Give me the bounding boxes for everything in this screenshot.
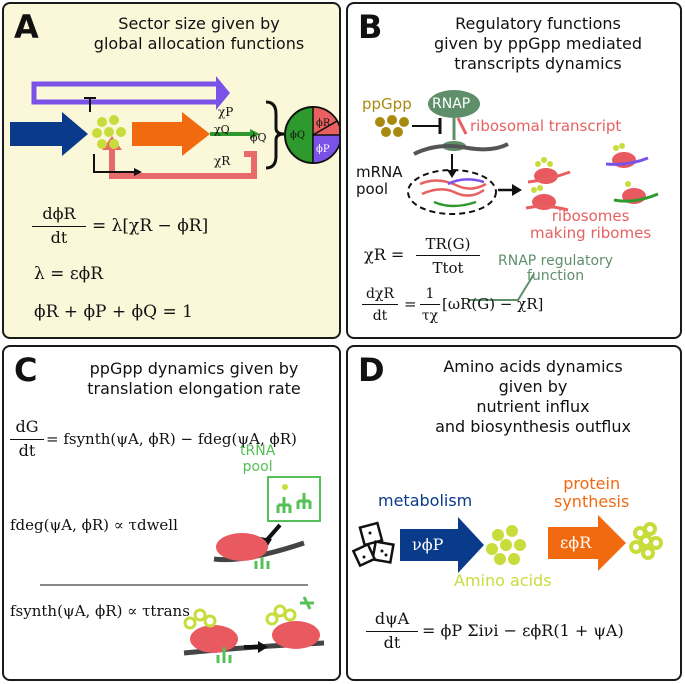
eq3: ϕR + ϕP + ϕQ = 1 — [34, 302, 193, 322]
chi-p-label: χP — [218, 105, 234, 119]
mrna-pool-ellipse — [407, 169, 497, 215]
ribosome-group — [525, 143, 659, 212]
navy-arrow — [10, 112, 88, 156]
panel-d-letter: D — [358, 351, 385, 389]
b-eq1-den: Ttot — [432, 259, 464, 277]
d-eq-den: dt — [383, 633, 401, 652]
rnap-label: RNAP — [432, 96, 471, 112]
dna-strand — [413, 142, 509, 156]
panel-d-title: Amino acids dynamics given by nutrient i… — [435, 357, 631, 436]
ppgpp-label: ppGpp — [362, 95, 412, 113]
eq1-fraction-bar — [32, 226, 86, 227]
metabolism-label: metabolism — [378, 491, 473, 510]
c-eq1-den: dt — [18, 441, 36, 460]
protein-synthesis-label: protein synthesis — [554, 474, 630, 511]
panel-a-diagram — [10, 76, 339, 179]
ribosome-top — [216, 533, 268, 561]
pie-slice-p — [312, 134, 339, 164]
b-eq1-lhs: χR = — [364, 245, 405, 264]
panel-c-letter: C — [14, 351, 38, 389]
eq1-den: dt — [50, 228, 68, 247]
eps-phi-r-label: εϕR — [560, 533, 592, 552]
amino-acids-cluster — [486, 525, 526, 565]
pie-label-q: ϕQ — [290, 130, 306, 141]
phi-q-label: ϕQ — [250, 131, 267, 144]
pie-label-p: ϕP — [316, 144, 330, 155]
panel-d-diagram — [351, 515, 663, 573]
panel-c-diagram — [40, 476, 325, 663]
chi-p-loop — [31, 81, 216, 105]
small-arrow — [93, 154, 134, 173]
panel-c-title: ppGpp dynamics given by translation elon… — [87, 359, 301, 398]
ribosome-right — [272, 621, 320, 649]
brace — [265, 100, 285, 170]
ribosomal-transcript-label: ribosomal transcript — [470, 117, 622, 135]
mrna-pool-label: mRNA pool — [356, 163, 403, 198]
ribosome-left — [190, 625, 238, 653]
ppgpp-dots — [375, 115, 409, 137]
protein-cluster — [629, 522, 663, 560]
trna-pool-label: tRNA pool — [240, 443, 276, 475]
b-eq2-mid-den: τχ — [421, 308, 439, 324]
b-eq2-den: dt — [372, 308, 388, 324]
panel-a: A Sector size given by global allocation… — [2, 2, 341, 339]
c-eq1-num: dG — [15, 417, 39, 436]
trna-glyphs — [276, 493, 312, 513]
chi-r-label: χR — [214, 154, 231, 168]
ribosomes-label: ribosomes making ribomes — [530, 207, 652, 242]
c-eq1-rhs: = fsynth(ψA, ϕR) − fdeg(ψA, ϕR) — [46, 430, 297, 448]
panel-b-diagram — [375, 90, 659, 301]
panel-b: B Regulatory functions given by ppGpp me… — [346, 2, 682, 339]
amino-acids-label: Amino acids — [454, 571, 552, 590]
b-eq2-mid-num: 1 — [425, 286, 435, 302]
metabolism-arrow — [400, 517, 484, 573]
regulatory-connector — [468, 273, 535, 301]
d-eq-num: dψA — [374, 609, 410, 628]
rnap-ellipse — [428, 90, 480, 118]
chi-p-arrowhead — [216, 76, 230, 110]
pie-label-r: ϕR — [316, 118, 331, 129]
orange-arrow — [132, 112, 210, 156]
panel-c: C ppGpp dynamics given by translation el… — [2, 345, 341, 681]
panel-b-letter: B — [358, 8, 383, 46]
c-eq3: fsynth(ψA, ϕR) ∝ τtrans — [10, 602, 190, 620]
c-eq2: fdeg(ψA, ϕR) ∝ τdwell — [10, 516, 178, 534]
nutrient-squares — [351, 521, 395, 568]
eq1-num: dϕR — [42, 204, 76, 223]
amino-acid-cluster — [92, 115, 126, 149]
eq2: λ = εϕR — [34, 264, 104, 284]
d-eq-rhs: = ϕP Σiνi − εϕR(1 + ψA) — [422, 621, 624, 640]
panel-a-letter: A — [14, 8, 39, 46]
trna-pool-box — [267, 476, 321, 522]
nu-phi-p-label: νϕP — [412, 535, 444, 554]
panel-d: D Amino acids dynamics given by nutrient… — [346, 345, 682, 681]
eq1-rhs: = λ[χR − ϕR] — [92, 216, 209, 236]
panel-a-title: Sector size given by global allocation f… — [93, 14, 305, 53]
panel-b-title: Regulatory functions given by ppGpp medi… — [433, 14, 643, 73]
b-eq2-rhs: [ωR(G) − χR] — [442, 295, 544, 313]
b-eq2-num: dχR — [366, 286, 394, 302]
rnap-regulatory-label: RNAP regulatory function — [498, 253, 614, 284]
b-eq1-num: TR(G) — [425, 235, 471, 253]
chi-r-loop — [109, 144, 257, 179]
chi-q-label: χQ — [214, 123, 230, 136]
protein-synthesis-arrow — [548, 515, 626, 571]
